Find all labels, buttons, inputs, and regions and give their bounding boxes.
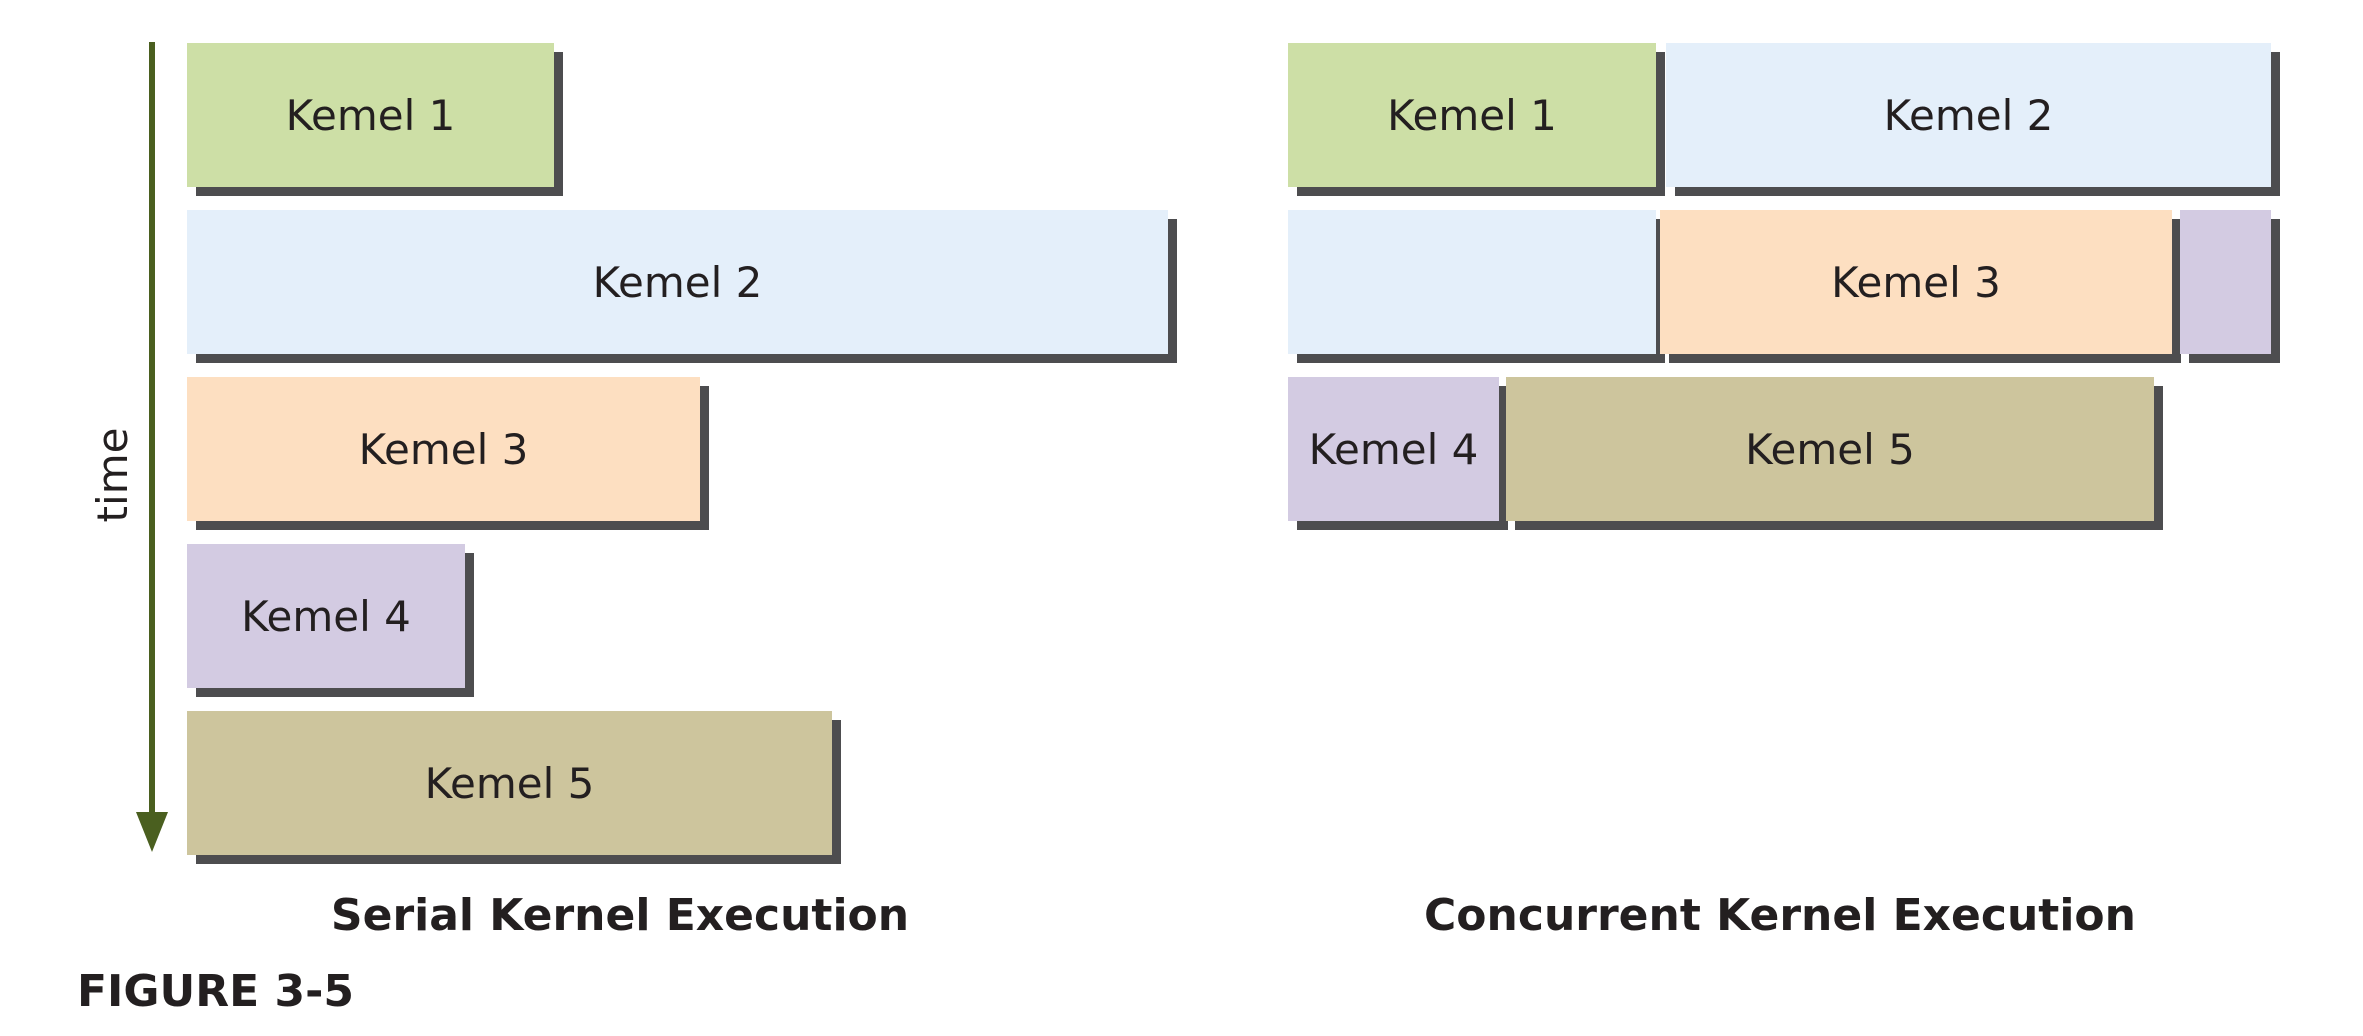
- concurrent-kernel-5: Kemel 5: [1506, 377, 2154, 521]
- serial-kernel-1: Kemel 1: [187, 43, 554, 187]
- concurrent-kernel-2: Kemel 2: [1666, 43, 2271, 187]
- serial-kernel-5: Kemel 5: [187, 711, 832, 855]
- serial-kernel-3: Kemel 3: [187, 377, 700, 521]
- figure-label: FIGURE 3-5: [77, 966, 355, 1017]
- concurrent-kernel-2-continuation: [1288, 210, 1656, 354]
- serial-kernel-4: Kemel 4: [187, 544, 465, 688]
- time-arrow: [136, 42, 168, 852]
- concurrent-section-title: Concurrent Kernel Execution: [1424, 890, 2136, 941]
- concurrent-kernel-4: Kemel 4: [1288, 377, 1499, 521]
- serial-kernel-2: Kemel 2: [187, 210, 1168, 354]
- serial-section-title: Serial Kernel Execution: [330, 890, 910, 941]
- time-axis-label: time: [87, 427, 137, 523]
- concurrent-kernel-1: Kemel 1: [1288, 43, 1656, 187]
- concurrent-kernel-3: Kemel 3: [1660, 210, 2172, 354]
- concurrent-kernel-4-partial: [2180, 210, 2271, 354]
